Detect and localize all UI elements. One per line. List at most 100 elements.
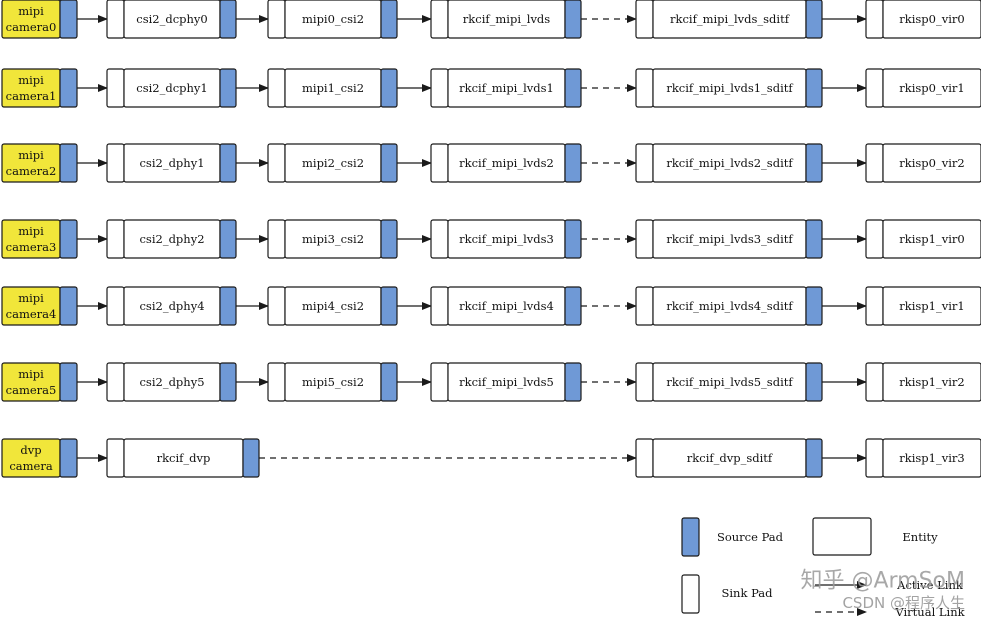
entity-label: mipi4_csi2: [302, 299, 364, 313]
sditf-entity: rkcif_dvp_sditf: [635, 438, 823, 478]
entity-box: [882, 143, 981, 183]
csi2-entity: mipi5_csi2: [267, 362, 398, 402]
source-pad: [564, 68, 582, 108]
source-pad: [380, 219, 398, 259]
entity-box: [882, 286, 981, 326]
source-pad: [380, 362, 398, 402]
camera-label-line2: camera1: [6, 89, 57, 103]
entity-label: csi2_dphy2: [139, 232, 204, 246]
sditf-entity: rkcif_mipi_lvds3_sditf: [635, 219, 823, 259]
dphy-entity: csi2_dphy5: [106, 362, 237, 402]
entity-label: csi2_dphy4: [139, 299, 204, 313]
sink-pad: [267, 143, 286, 183]
source-pad: [805, 219, 823, 259]
camera-label-line2: camera4: [6, 307, 57, 321]
camera-label-line2: camera2: [6, 164, 57, 178]
entity-label: rkcif_mipi_lvds1: [459, 81, 554, 95]
pipeline-row-2: mipi camera2 csi2_dphy1 mipi2_csi2 rkcif_mip…: [1, 143, 981, 183]
sditf-entity: rkcif_mipi_lvds5_sditf: [635, 362, 823, 402]
source-pad: [805, 438, 823, 478]
sink-pad: [430, 362, 449, 402]
source-pad: [564, 143, 582, 183]
entity-label: rkcif_mipi_lvds3_sditf: [666, 232, 793, 246]
entity-label: rkcif_mipi_lvds2_sditf: [666, 156, 793, 170]
entity-label: rkcif_dvp_sditf: [687, 451, 773, 465]
sink-pad: [106, 362, 125, 402]
dphy-entity: csi2_dcphy1: [106, 68, 237, 108]
sink-pad: [865, 143, 884, 183]
entity-label: rkcif_mipi_lvds4: [459, 299, 554, 313]
sink-pad: [635, 438, 654, 478]
source-pad: [219, 286, 237, 326]
source-pad: [380, 68, 398, 108]
source-pad: [219, 143, 237, 183]
sink-pad: [865, 68, 884, 108]
csi2-entity: mipi2_csi2: [267, 143, 398, 183]
entity-label: mipi3_csi2: [302, 232, 364, 246]
entity-label: mipi1_csi2: [302, 81, 364, 95]
camera-label-line1: mipi: [18, 4, 44, 18]
legend-entity-label: Entity: [902, 530, 938, 544]
csi2-entity: mipi0_csi2: [267, 0, 398, 39]
sink-pad: [430, 286, 449, 326]
entity-label: rkcif_mipi_lvds5: [459, 375, 554, 389]
entity-label: rkcif_mipi_lvds2: [459, 156, 554, 170]
sditf-entity: rkcif_mipi_lvds4_sditf: [635, 286, 823, 326]
entity-label: rkisp0_vir0: [899, 12, 964, 26]
entity-label: mipi0_csi2: [302, 12, 364, 26]
entity-label: rkcif_dvp: [157, 451, 211, 465]
sink-pad: [430, 219, 449, 259]
entity-label: csi2_dphy1: [139, 156, 204, 170]
entity-label: rkcif_mipi_lvds4_sditf: [666, 299, 793, 313]
source-pad: [380, 0, 398, 39]
sink-pad: [865, 219, 884, 259]
isp-vir-entity: rkisp1_vir0: [865, 219, 981, 259]
source-pad: [564, 0, 582, 39]
isp-vir-entity: rkisp0_vir0: [865, 0, 981, 39]
isp-vir-entity: rkisp1_vir1: [865, 286, 981, 326]
sink-pad: [106, 286, 125, 326]
sink-pad: [267, 0, 286, 39]
sink-pad: [865, 362, 884, 402]
sink-pad: [106, 219, 125, 259]
entity-label: csi2_dcphy1: [136, 81, 207, 95]
entity-label: rkcif_mipi_lvds1_sditf: [666, 81, 793, 95]
watermark-line2: CSDN @程序人生: [842, 594, 965, 612]
sink-pad: [430, 143, 449, 183]
source-pad: [805, 362, 823, 402]
lvds-entity: rkcif_mipi_lvds3: [430, 219, 582, 259]
camera-3: mipi camera3: [1, 219, 78, 259]
camera-label-line2: camera3: [6, 240, 57, 254]
source-pad: [59, 68, 78, 108]
camera-label-line1: mipi: [18, 224, 44, 238]
entity-label: rkisp1_vir0: [899, 232, 964, 246]
csi2-entity: mipi4_csi2: [267, 286, 398, 326]
sink-pad: [635, 362, 654, 402]
isp-vir-entity: rkisp0_vir2: [865, 143, 981, 183]
legend-source-pad-swatch: [681, 517, 700, 557]
source-pad: [219, 362, 237, 402]
sink-pad: [635, 143, 654, 183]
entity-box: [882, 438, 981, 478]
entity-label: rkcif_mipi_lvds: [463, 12, 550, 26]
source-pad: [59, 362, 78, 402]
entity-label: csi2_dphy5: [139, 375, 204, 389]
camera-2: mipi camera2: [1, 143, 78, 183]
entity-label: csi2_dcphy0: [136, 12, 207, 26]
sink-pad: [267, 362, 286, 402]
dphy-entity: csi2_dphy4: [106, 286, 237, 326]
csi2-entity: mipi1_csi2: [267, 68, 398, 108]
sink-pad: [865, 286, 884, 326]
camera-label-line1: mipi: [18, 148, 44, 162]
sink-pad: [106, 143, 125, 183]
camera-label-line1: mipi: [18, 291, 44, 305]
source-pad: [219, 68, 237, 108]
legend-virtual-link-label: Virtual Link: [894, 605, 965, 619]
source-pad: [219, 219, 237, 259]
source-pad: [242, 438, 260, 478]
entity-box: [882, 219, 981, 259]
sditf-entity: rkcif_mipi_lvds2_sditf: [635, 143, 823, 183]
